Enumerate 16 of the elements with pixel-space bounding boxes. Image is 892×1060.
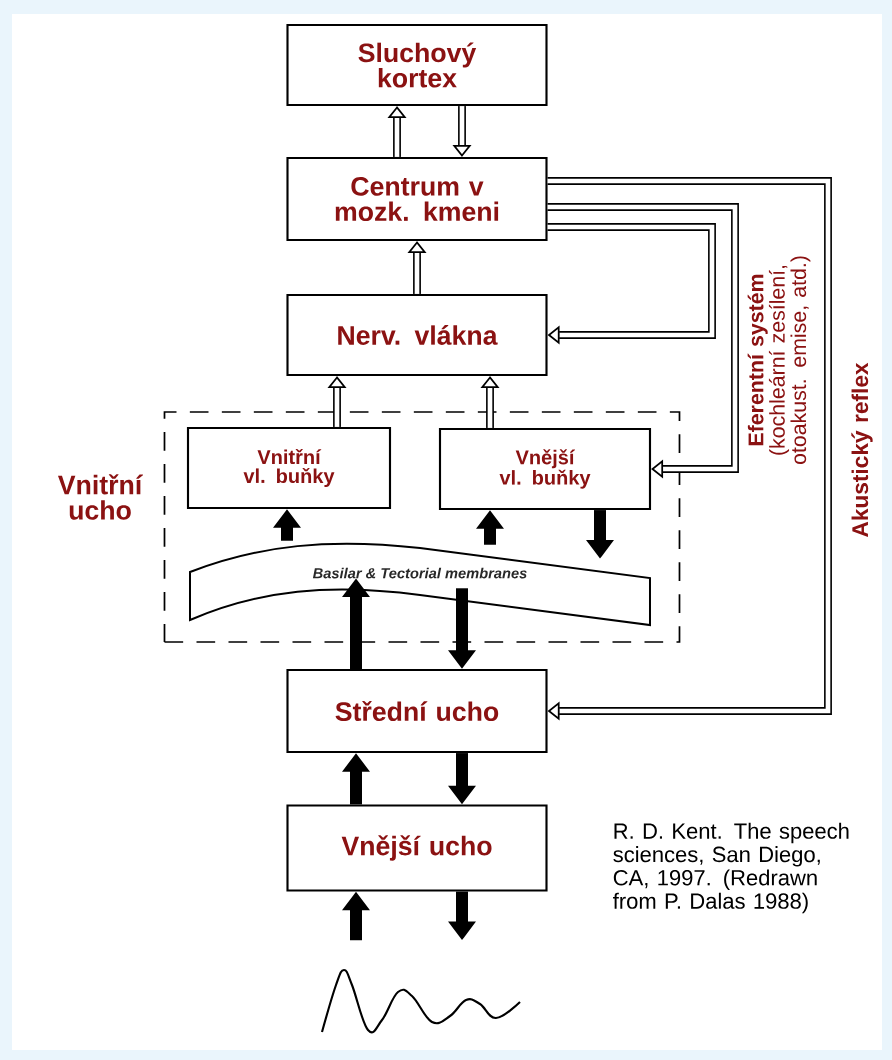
text-box: Vnější ucho bbox=[286, 804, 548, 892]
text-box: Vnitřní vl. buňky bbox=[186, 426, 392, 510]
wave-drawing bbox=[320, 968, 521, 1034]
arrow bbox=[547, 203, 739, 479]
arrow bbox=[547, 223, 716, 345]
membrane-band: Basilar & Tectorial membranes bbox=[189, 542, 651, 626]
edge-label: Akustický reflex bbox=[850, 298, 874, 602]
text-box: Vnější vl. buňky bbox=[438, 427, 652, 511]
text-box: Střední ucho bbox=[286, 668, 548, 754]
text-box: Nerv. vlákna bbox=[286, 293, 548, 377]
arrow bbox=[547, 177, 832, 721]
text-box: Sluchový kortex bbox=[286, 23, 548, 107]
citation-note: R. D. Kent. The speech sciences, San Diego, CA, 1997. (Redrawn from P. Dalas 1988) bbox=[613, 822, 849, 914]
edge-label: Eferentní systém (kochleární zesílení, otoakust. emise, atd.) bbox=[746, 226, 812, 494]
text-box: Centrum v mozk. kmeni bbox=[286, 156, 548, 242]
region-heading: Vnitřní ucho bbox=[57, 474, 143, 520]
